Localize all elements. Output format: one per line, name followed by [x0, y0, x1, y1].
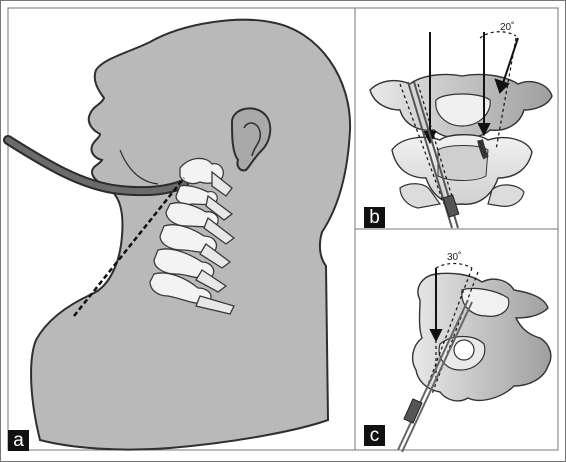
- panel-c-angle-label: 30˚: [447, 252, 461, 263]
- panel-a-label: a: [8, 430, 29, 451]
- panel-b-illustration: [355, 8, 558, 229]
- panel-c-label: c: [364, 425, 385, 446]
- panel-a-illustration: [8, 8, 355, 450]
- panel-b-angle-label: 20˚: [500, 22, 514, 33]
- panel-b-label: b: [364, 207, 385, 228]
